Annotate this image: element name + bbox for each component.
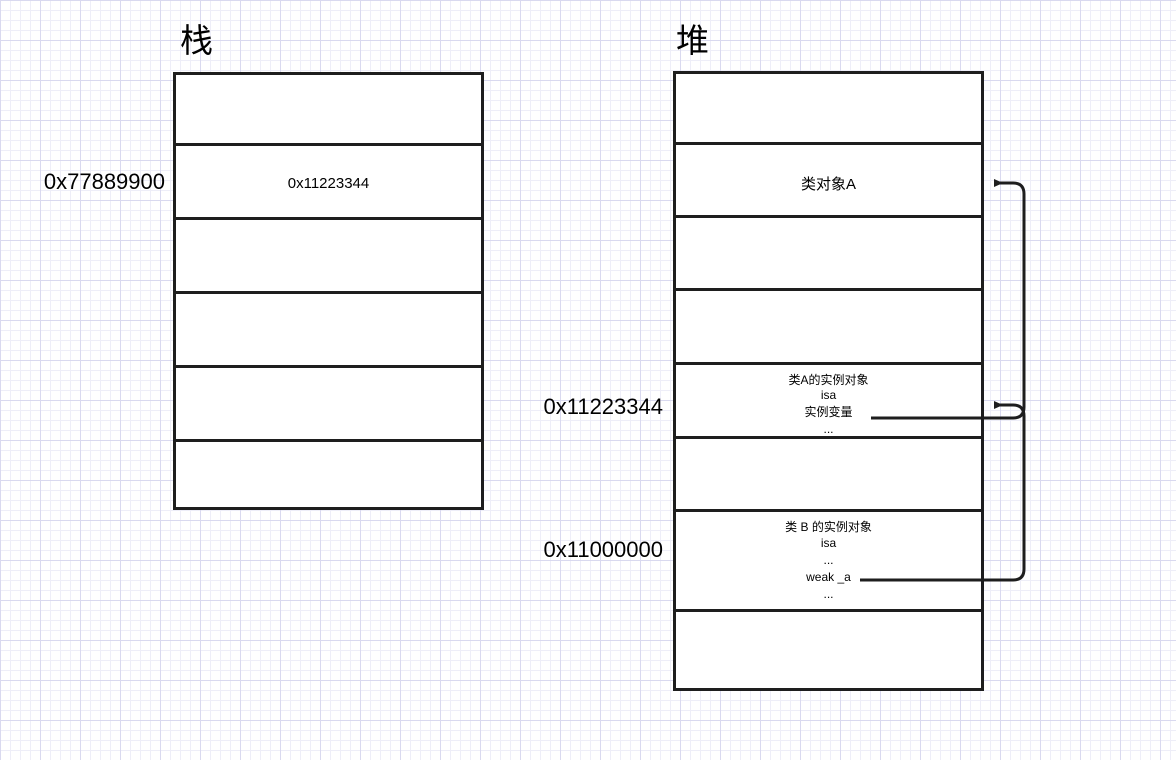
heap-address-label-0x11000000: 0x11000000 [543,537,664,562]
instance-b-line-ellipsis-1: ... [823,553,834,567]
heap-row-class-object-a[interactable]: 类对象A [676,145,981,218]
stack-row-value: 0x11223344 [287,175,370,192]
instance-b-line-weak-a: weak _a [806,570,851,584]
heap-row[interactable] [676,612,981,688]
stack-row[interactable] [176,294,481,368]
stack-address-label-0x77889900: 0x77889900 [43,169,165,194]
heap-row[interactable] [676,291,981,365]
heap-row[interactable] [676,74,981,145]
heap-row-instance-a[interactable]: 类A的实例对象 isa 实例变量 ... [676,365,981,439]
heap-memory-box: 类对象A 类A的实例对象 isa 实例变量 ... 类 B 的实例对象 isa … [673,71,984,691]
stack-row[interactable] [176,220,481,294]
instance-a-line-title: 类A的实例对象 [788,373,869,387]
stack-row[interactable] [176,75,481,146]
heap-address-label-0x11223344: 0x11223344 [543,394,664,419]
heap-row-label: 类对象A [800,176,856,193]
instance-a-line-ivar: 实例变量 [804,405,853,419]
instance-b-line-title: 类 B 的实例对象 [785,520,872,534]
heap-row[interactable] [676,439,981,512]
stack-row[interactable] [176,368,481,442]
heap-row[interactable] [676,218,981,291]
heap-row-instance-b[interactable]: 类 B 的实例对象 isa ... weak _a ... [676,512,981,612]
stack-title: 栈 [180,22,213,59]
stack-row[interactable] [176,442,481,507]
instance-a-line-ellipsis: ... [823,422,834,436]
instance-b-line-ellipsis-2: ... [823,587,834,601]
stack-memory-box: 0x11223344 [173,72,484,510]
instance-a-line-isa: isa [820,388,837,402]
heap-title: 堆 [676,22,709,59]
stack-row[interactable]: 0x11223344 [176,146,481,220]
instance-b-line-isa: isa [820,536,837,550]
